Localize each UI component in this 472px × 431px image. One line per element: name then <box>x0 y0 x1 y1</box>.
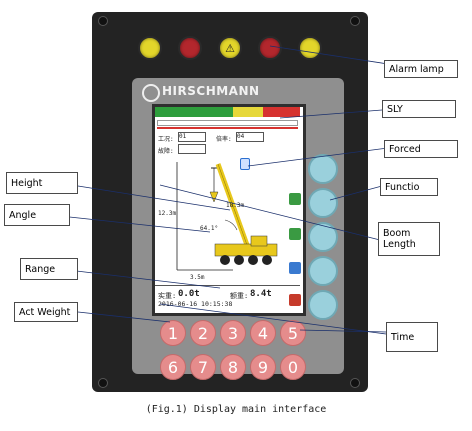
callout-range: Range <box>20 258 78 280</box>
screw-top-left <box>98 16 108 26</box>
function-key-3-icon[interactable] <box>289 262 301 274</box>
key-2[interactable]: 2 <box>190 320 216 346</box>
screw-bottom-right <box>350 378 360 388</box>
touch-button-1[interactable] <box>308 154 338 184</box>
warning-triangle-icon: ⚠ <box>218 36 242 60</box>
callout-act-weight: Act Weight <box>14 302 78 322</box>
callout-boom-line2: Length <box>383 239 416 250</box>
hook-block <box>209 191 219 203</box>
sly-bar-red <box>263 107 300 117</box>
crane-diagram <box>176 162 278 271</box>
boom-length-value: 18.3m <box>226 202 245 209</box>
key-7[interactable]: 7 <box>190 354 216 380</box>
wheel <box>220 255 230 265</box>
brand-name: HIRSCHMANN <box>162 84 260 98</box>
touch-button-5[interactable] <box>308 290 338 320</box>
rated-weight-label: 额重: <box>230 292 249 300</box>
screw-top-right <box>350 16 360 26</box>
callout-time: Time <box>386 322 438 352</box>
callout-function: Functio <box>380 178 438 196</box>
key-6[interactable]: 6 <box>160 354 186 380</box>
wheel <box>234 255 244 265</box>
angle-value: 64.1° <box>200 225 219 232</box>
field-ratio-value: 04 <box>236 132 264 142</box>
range-value: 3.5m <box>190 274 205 281</box>
callout-forced: Forced <box>384 140 458 158</box>
function-key-4-icon[interactable] <box>289 294 301 306</box>
crane-carrier <box>214 243 278 257</box>
touch-button-3[interactable] <box>308 222 338 252</box>
crane-cab <box>250 235 268 247</box>
field-fault-label: 故障: <box>158 148 174 155</box>
sly-bar-yellow <box>233 107 263 117</box>
key-3[interactable]: 3 <box>220 320 246 346</box>
actual-weight-label: 实重: <box>158 292 177 300</box>
figure-caption: (Fig.1) Display main interface <box>145 404 327 415</box>
field-mode-value: 01 <box>178 132 206 142</box>
touch-button-4[interactable] <box>308 256 338 286</box>
sly-bar-green <box>155 107 233 117</box>
field-mode-label: 工况: <box>158 136 174 143</box>
sly-progress-track <box>157 120 298 126</box>
callout-boom-line1: Boom <box>383 228 411 239</box>
key-8[interactable]: 8 <box>220 354 246 380</box>
callout-boom-length: Boom Length <box>378 222 440 256</box>
alarm-lamp-red-1 <box>178 36 202 60</box>
sly-limit-line <box>157 127 298 129</box>
actual-weight-value: 0.0t <box>178 289 200 299</box>
alarm-lamp-yellow-1 <box>138 36 162 60</box>
field-ratio-label: 倍率: <box>216 136 232 143</box>
height-value: 12.3m <box>158 210 177 217</box>
hirschmann-logo-icon <box>142 84 160 102</box>
touch-button-2[interactable] <box>308 188 338 218</box>
field-fault-value <box>178 144 206 154</box>
key-9[interactable]: 9 <box>250 354 276 380</box>
wheel <box>262 255 272 265</box>
screw-bottom-left <box>98 378 108 388</box>
key-0[interactable]: 0 <box>280 354 306 380</box>
angle-arc <box>224 219 238 231</box>
callout-alarm-lamp: Alarm lamp <box>384 60 458 78</box>
forced-lock-icon <box>240 158 250 170</box>
function-key-2-icon[interactable] <box>289 228 301 240</box>
key-1[interactable]: 1 <box>160 320 186 346</box>
function-key-1-icon[interactable] <box>289 193 301 205</box>
datetime-value: 2016-06-16 10:15:38 <box>158 300 233 308</box>
callout-angle: Angle <box>4 204 70 226</box>
callout-height: Height <box>6 172 78 194</box>
rated-weight-value: 8.4t <box>250 289 272 299</box>
callout-sly: SLY <box>382 100 456 118</box>
key-4[interactable]: 4 <box>250 320 276 346</box>
key-5[interactable]: 5 <box>280 320 306 346</box>
wheel <box>248 255 258 265</box>
alarm-lamp-yellow-2 <box>298 36 322 60</box>
